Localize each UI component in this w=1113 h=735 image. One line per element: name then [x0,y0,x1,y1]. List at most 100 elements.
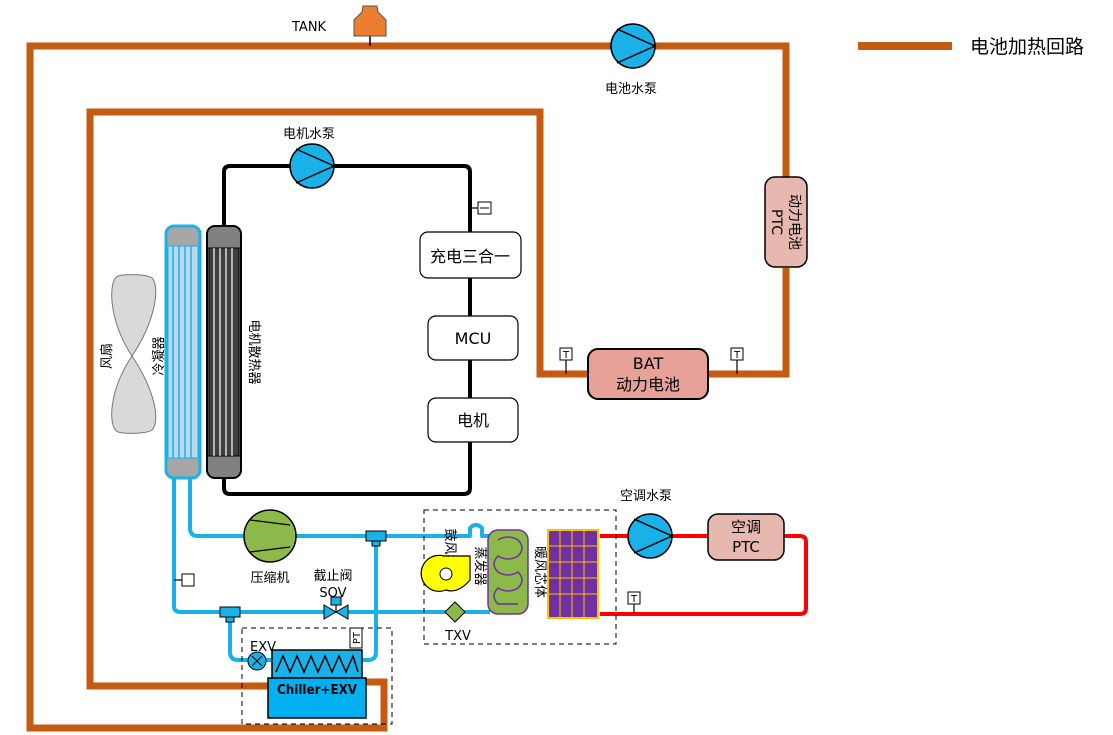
blower: 鼓风机 [420,528,471,592]
pt-label: PT [352,631,363,644]
charger-box [419,231,522,279]
mcu-label: MCU [455,329,492,348]
outer-pipe-right [708,268,790,378]
outer-pipe-top [372,42,790,178]
battery-ptc-box [764,176,808,268]
battery-ptc-label-top: 动力电池 [786,194,802,250]
hvac-pump-icon [627,513,673,559]
exv-icon-x [251,655,263,667]
fan: 风扇 [99,274,157,434]
battery-pack-box [587,348,709,400]
ref-chiller-to-tee [360,544,378,662]
battery-pack-label-top: BAT [633,354,664,373]
sov-valve-icon [323,604,349,620]
exv: EXV [247,640,276,671]
txv-label: TXV [444,629,471,644]
motor-label: 电机 [457,411,489,430]
tank-icon [353,5,387,37]
temp-sensor-hvac: T [627,591,641,614]
charger: 充电三合一 [419,231,522,279]
temp-sensor-battery-in: T [559,347,573,374]
temp-sensor-label: T [630,594,638,605]
fan-icon [111,274,157,357]
battery-pump-label: 电池水泵 [605,82,657,97]
legend-label: 电池加热回路 [970,36,1084,58]
motor-radiator-label: 电机散热器 [246,319,261,384]
evaporator: 蒸发器 [472,529,529,615]
hvac-ptc-return [600,534,808,616]
battery-ptc-label-bottom: PTC [768,209,784,235]
hvac-loop [600,534,808,616]
motor-loop-sensor [470,201,492,215]
blower-hub [439,567,453,581]
tee-fitting [219,606,241,618]
temp-sensor-battery-out: T [730,347,744,374]
heater-core-body [547,529,599,619]
evaporator-body [487,529,529,615]
ref-left-down [172,478,222,614]
temp-sensor-icon [627,591,641,605]
chiller-coil-box [271,649,363,679]
shutoff-valve-label: 截止阀 [313,569,352,584]
compressor-icon [243,509,297,563]
motor-radiator-tubes [213,248,233,456]
pt-sensor-icon [349,627,363,649]
txv: TXV [444,601,471,644]
mcu: MCU [427,315,519,361]
charger-label: 充电三合一 [430,247,510,266]
tank-label: TANK [291,20,327,35]
motor-cooling-loop [222,164,472,496]
mcu-box [427,315,519,361]
heater-core-label: 暖风芯体 [532,546,547,598]
battery-heating-loop [26,42,790,732]
motor-pump-arrow [295,148,336,184]
fan-label: 风扇 [99,343,115,369]
compressor-label: 压缩机 [250,570,289,586]
evaporator-coil-icon [493,536,523,605]
battery-pump-icon [610,23,656,69]
heater-core-fins [548,530,598,618]
hvac-pump-arrow [633,518,674,554]
fan-blade [111,355,157,434]
hvac-ptc-label-bottom: PTC [732,538,760,556]
chiller-label: Chiller+EXV [277,683,357,698]
evaporator-label: 蒸发器 [472,546,488,585]
motor-loop-bottom [222,442,472,496]
compressor: 压缩机 [243,509,297,586]
motor-pump-label: 电机水泵 [283,127,335,142]
temp-sensor-icon [559,347,573,361]
hvac-ptc: 空调 PTC [707,513,785,561]
hvac-pump: 空调水泵 [620,489,674,559]
hvac-ptc-box [707,513,785,561]
tee-fitting-stem [225,616,235,623]
motor: 电机 [427,397,519,443]
pt-sensor: PT [349,627,363,649]
motor-radiator: 电机散热器 [206,225,261,479]
battery-ptc: 动力电池 PTC [764,176,808,268]
battery-pump: 电池水泵 [605,23,657,97]
temp-sensor-label: T [562,350,570,361]
chiller-coil-icon [275,653,359,674]
sensor-icon [181,573,195,587]
chiller-body [267,677,367,719]
tee-fitting [365,530,387,542]
chiller: Chiller+EXV [267,649,367,719]
ref-condenser-out-to-compressor [188,478,244,538]
shutoff-valve: 截止阀 SOV [313,569,353,620]
temp-sensor-icon [730,347,744,361]
battery-pack-label-bottom: 动力电池 [616,375,680,394]
motor-pump-icon [289,143,335,189]
outer-pipe [26,42,388,732]
hvac-ptc-label-top: 空调 [731,518,761,536]
heater-core: 暖风芯体 [532,529,599,619]
condenser: 冷凝器 [151,224,202,480]
inner-pipe [86,108,588,690]
tee-fitting-stem [371,540,381,547]
chiller-enclosure [241,627,393,725]
condenser-label: 冷凝器 [151,336,167,375]
hvac-pump-label: 空调水泵 [620,489,672,504]
ref-to-exv [228,618,248,662]
exv-label: EXV [250,640,276,655]
motor-loop-top [222,164,472,232]
